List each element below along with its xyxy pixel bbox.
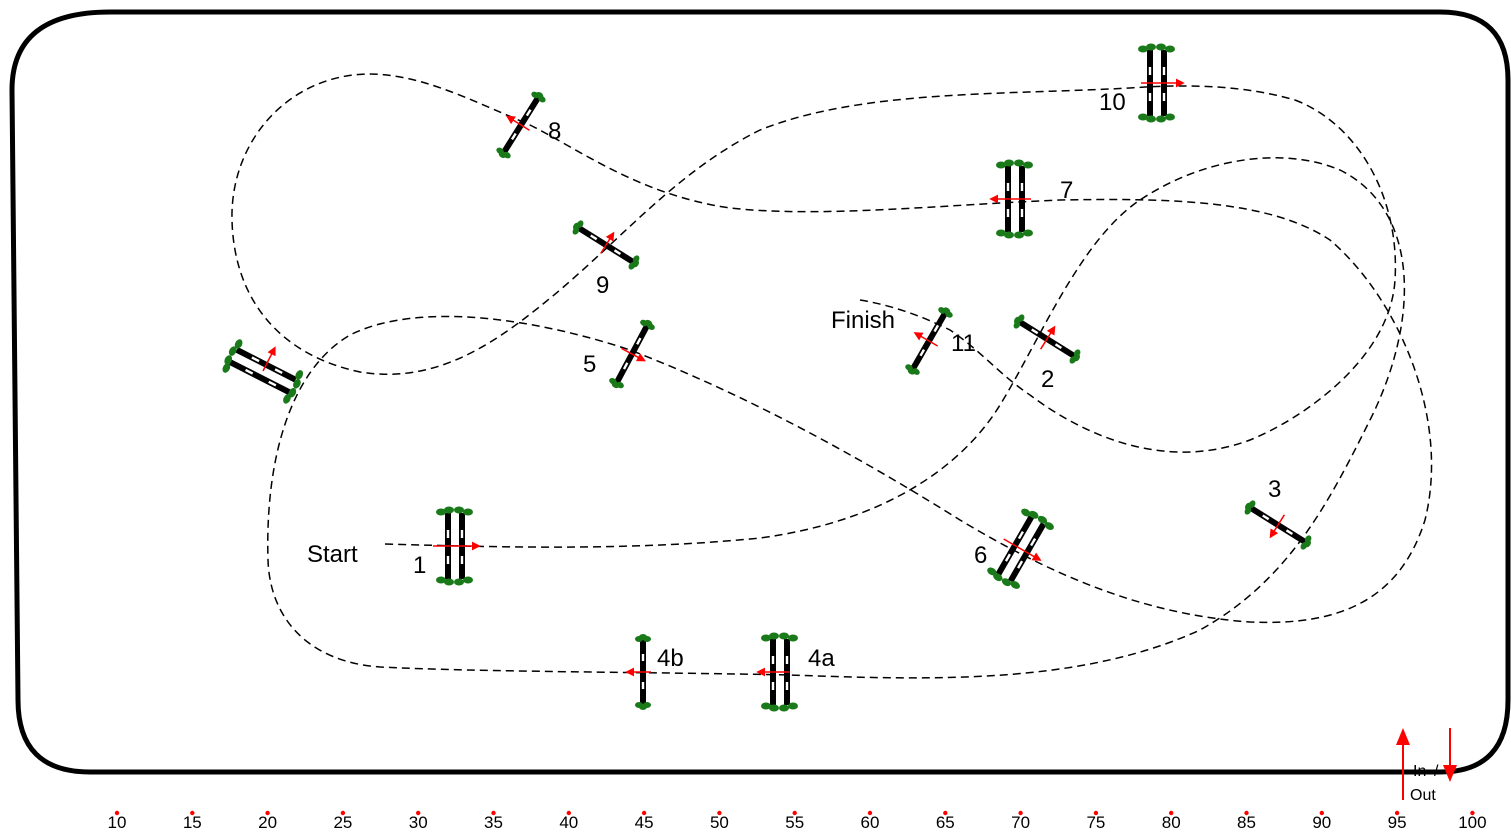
scale-tick-dot [416,810,421,816]
fence-5-label: 5 [583,351,596,378]
course-route-2 [859,99,1397,453]
scale-tick-dot [566,810,571,816]
scale-tick-label: 100 [1458,813,1486,832]
finish-label: Finish [831,307,895,334]
scale-tick-label: 80 [1162,813,1181,832]
fence-10 [1138,43,1185,123]
distance-scale: 10 15 20 25 30 35 40 45 50 55 60 65 70 75 80 85 90 95 100 [108,810,1487,832]
scale-tick-dot [1319,810,1325,816]
scale-tick-dot [1093,810,1099,816]
scale-tick-label: 15 [183,813,202,832]
scale-tick-dot [1169,810,1174,816]
fence-9 [569,218,643,272]
scale-tick-label: 50 [710,813,729,832]
scale-tick-label: 70 [1011,813,1030,832]
fence-1 [433,506,481,586]
scale-tick-dot [265,810,270,816]
scale-tick-label: 25 [333,813,352,832]
in-arrow-icon [1396,728,1410,745]
out-label: Out [1410,787,1436,804]
fence-6-label: 6 [974,542,987,569]
scale-tick-dot [943,810,948,816]
arena-border [9,9,1511,775]
scale-tick-dot [1470,810,1475,816]
scale-tick-label: 95 [1388,813,1407,832]
scale-tick-dot [1394,810,1400,816]
fence-2 [1010,312,1084,366]
fence-5 [607,316,657,392]
scale-tick-label: 30 [409,813,428,832]
fence-11-label: 11 [951,330,976,357]
scale-tick-dot [867,810,873,816]
scale-tick-dot [641,810,647,816]
fence-3 [1241,498,1315,552]
fence-3-label: 3 [1268,476,1281,503]
fence-unnumbered [219,337,307,406]
scale-tick-label: 55 [785,813,804,832]
course-route [231,73,1433,679]
scale-tick-dot [1018,810,1023,816]
scale-tick-label: 40 [559,813,578,832]
scale-tick-dot [717,810,722,816]
scale-tick-dot [340,810,346,816]
scale-tick-label: 65 [936,813,955,832]
scale-tick-label: 45 [635,813,654,832]
start-label: Start [307,541,358,568]
scale-tick-dot [190,810,195,816]
fence-9-label: 9 [596,272,609,299]
fence-7-label: 7 [1060,177,1073,204]
scale-tick-label: 75 [1086,813,1105,832]
in-out-marker: In / Out [1396,728,1457,804]
out-arrow-icon [1443,765,1457,782]
scale-tick-dot [114,810,120,816]
fence-8 [494,88,548,162]
in-label: In [1413,763,1426,780]
scale-tick-label: 35 [484,813,503,832]
fence-11 [903,304,955,378]
fence-8-label: 8 [548,118,561,145]
fence-10-label: 10 [1099,89,1126,116]
fence-4b-label: 4b [657,645,684,672]
in-out-slash: / [1434,763,1439,780]
fence-1-label: 1 [413,552,426,579]
scale-tick-label: 60 [861,813,880,832]
fence-4a-label: 4a [808,645,835,672]
fence-2-label: 2 [1041,366,1054,393]
scale-tick-dot [1244,810,1249,816]
fence-4a [756,632,798,712]
scale-tick-dot [792,810,797,816]
scale-tick-label: 10 [108,813,127,832]
scale-tick-label: 85 [1237,813,1256,832]
fence-4b [625,634,651,710]
fence-6 [984,505,1057,593]
scale-tick-label: 90 [1312,813,1331,832]
fence-7 [989,159,1033,239]
scale-tick-label: 20 [258,813,277,832]
scale-tick-dot [491,810,496,816]
